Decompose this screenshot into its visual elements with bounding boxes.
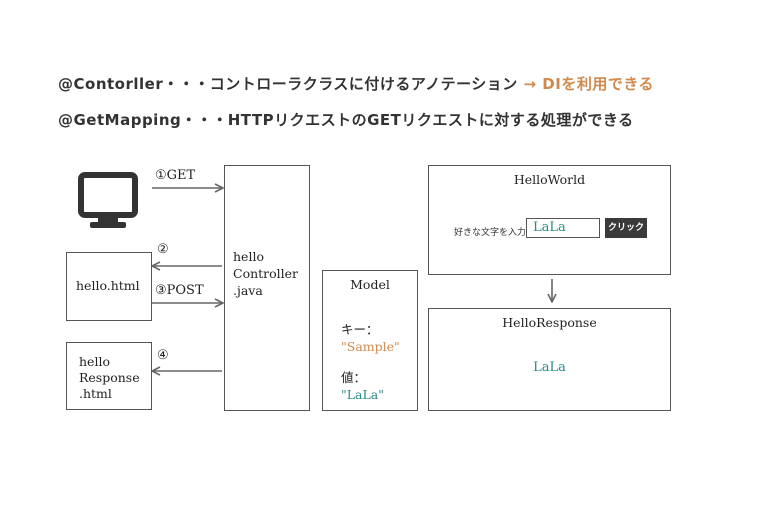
hello-world-input-label: 好きな文字を入力 — [454, 228, 527, 238]
controller-line3: .java — [233, 283, 263, 298]
hello-html-box: hello.html — [66, 252, 152, 321]
hello-controller-box: hello Controller .java — [224, 165, 310, 411]
heading-getmapping-annotation: @GetMapping・・・HTTPリクエストのGETリクエストに対する処理がで… — [58, 109, 634, 130]
heading-line1-text: @Contorller・・・コントローラクラスに付けるアノテーション — [58, 75, 518, 93]
model-key-value: "Sample" — [341, 339, 400, 354]
hello-response-box: HelloResponse LaLa — [428, 308, 671, 411]
hello-response-html-line1: hello — [79, 354, 110, 369]
model-key-label: キー： — [341, 322, 379, 337]
label-step2: ② — [157, 242, 169, 257]
hello-response-value: LaLa — [533, 360, 566, 375]
heading-line1-accent: → DIを利用できる — [523, 75, 655, 93]
hello-response-html-line3: .html — [79, 386, 112, 401]
monitor-icon — [78, 172, 138, 228]
model-box: Model キー： "Sample" 値： "LaLa" — [322, 270, 418, 411]
hello-world-click-button[interactable]: クリック — [605, 218, 647, 238]
model-title: Model — [350, 277, 390, 292]
hello-response-html-box: hello Response .html — [66, 342, 152, 410]
hello-response-title: HelloResponse — [502, 315, 597, 330]
heading-controller-annotation: @Contorller・・・コントローラクラスに付けるアノテーション → DIを… — [58, 73, 654, 94]
label-post: ③POST — [155, 283, 204, 298]
heading-line2-text: @GetMapping・・・HTTPリクエストのGETリクエストに対する処理がで… — [58, 111, 634, 129]
hello-html-label: hello.html — [76, 278, 140, 293]
hello-world-input-value: LaLa — [533, 220, 566, 235]
hello-world-box: HelloWorld 好きな文字を入力 LaLa クリック — [428, 165, 671, 275]
controller-line1: hello — [233, 249, 264, 264]
controller-line2: Controller — [233, 266, 299, 281]
label-step4: ④ — [157, 348, 169, 363]
hello-response-html-line2: Response — [79, 370, 140, 385]
hello-world-input[interactable]: LaLa — [526, 218, 600, 238]
label-get: ①GET — [155, 168, 196, 183]
model-value-value: "LaLa" — [341, 387, 385, 402]
hello-world-title: HelloWorld — [513, 172, 586, 187]
model-value-label: 値： — [341, 370, 367, 385]
